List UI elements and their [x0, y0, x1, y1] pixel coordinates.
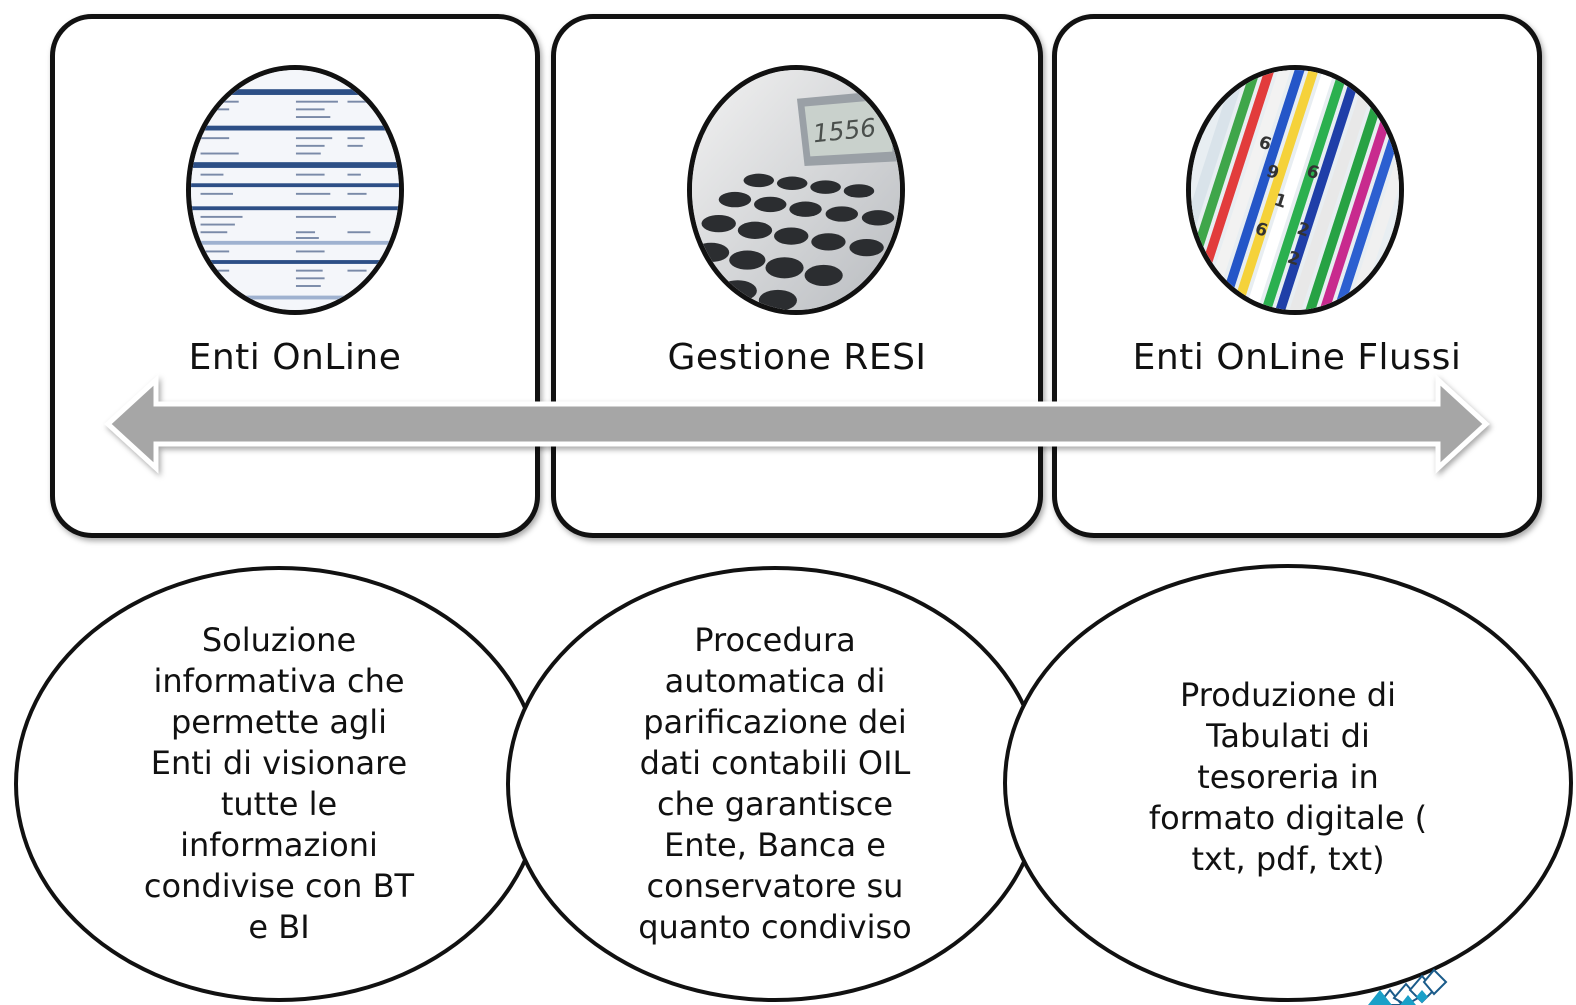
description-bubble-enti-online-flussi: Produzione di Tabulati di tesoreria in f…: [1003, 564, 1573, 1002]
description-text: Produzione di Tabulati di tesoreria in f…: [1148, 675, 1428, 878]
description-text: Soluzione informativa che permette agli …: [143, 621, 415, 946]
file-folder-tabs-image: 6 9 1 6 6 2 2: [1186, 65, 1404, 315]
svg-text:6: 6: [1252, 219, 1270, 242]
company-logo: [1368, 968, 1448, 1005]
panel-enti-online: Enti OnLine: [50, 14, 540, 538]
description-text: Procedura automatica di parificazione de…: [638, 621, 912, 946]
svg-text:6: 6: [1256, 132, 1274, 155]
panel-gestione-resi: 1556: [551, 14, 1043, 538]
svg-text:9: 9: [1264, 161, 1282, 184]
panel-enti-online-flussi: 6 9 1 6 6 2 2 Enti OnLine Flussi: [1052, 14, 1542, 538]
svg-text:1: 1: [1272, 190, 1290, 213]
svg-text:6: 6: [1304, 161, 1322, 184]
svg-text:2: 2: [1294, 219, 1312, 242]
panel-label: Enti OnLine Flussi: [1132, 337, 1462, 378]
report-document-image: [186, 65, 404, 315]
calculator-image: 1556: [687, 65, 905, 315]
panel-label: Gestione RESI: [667, 337, 927, 378]
description-bubble-enti-online: Soluzione informativa che permette agli …: [14, 566, 544, 1002]
svg-text:2: 2: [1285, 248, 1303, 271]
calculator-display: 1556: [811, 113, 877, 149]
panel-label: Enti OnLine: [188, 337, 402, 378]
description-bubble-gestione-resi: Procedura automatica di parificazione de…: [506, 566, 1044, 1002]
